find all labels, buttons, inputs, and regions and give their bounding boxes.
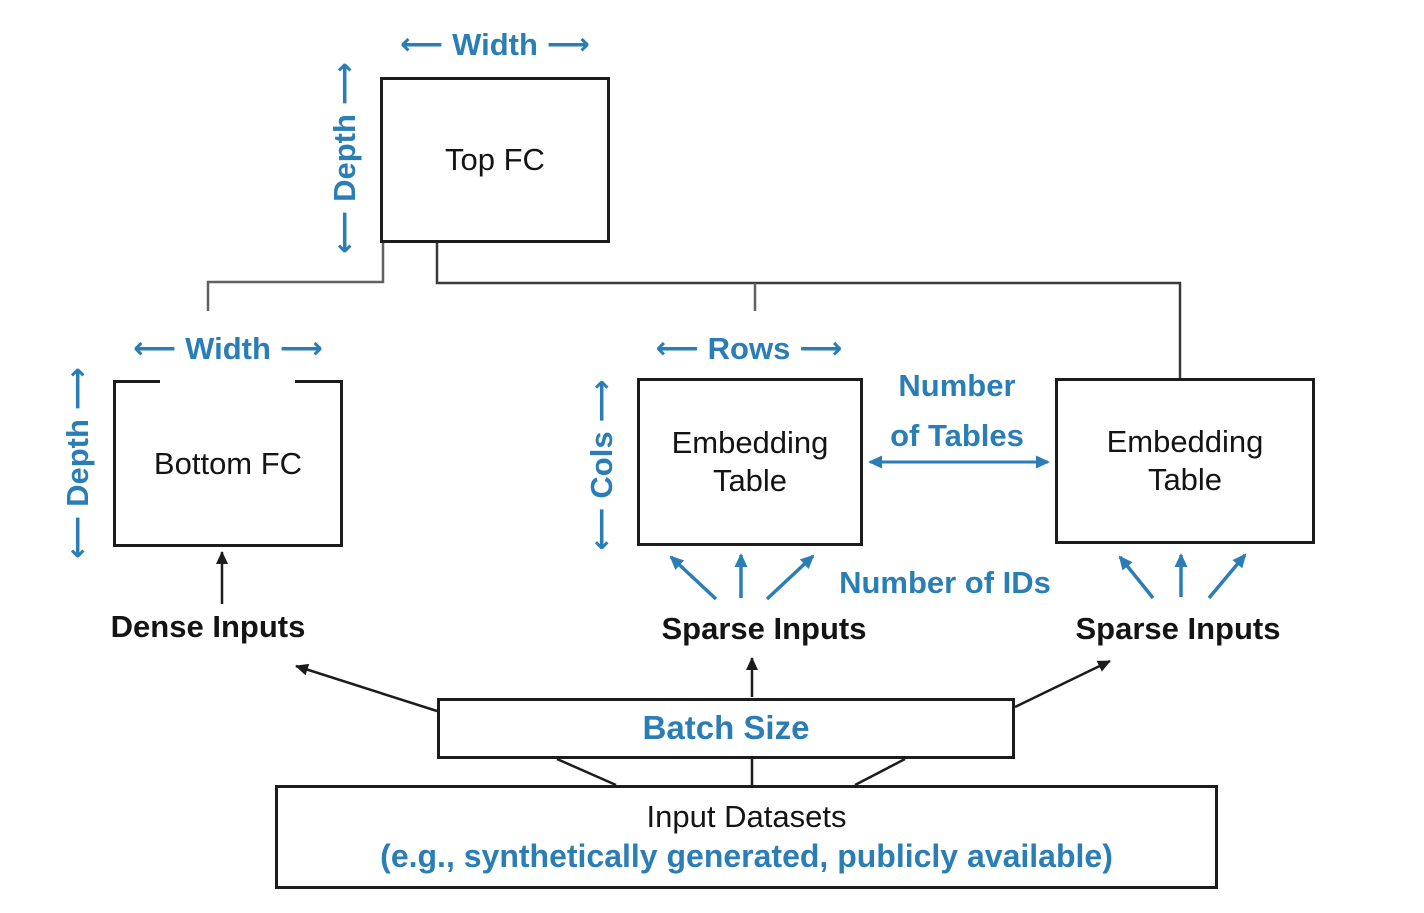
depth-label-text: Depth [327, 114, 362, 202]
rows-label-text: Rows [707, 331, 791, 366]
width-label-text: Width [452, 27, 538, 62]
right-arrow-icon: ⟶ [279, 331, 323, 366]
number-of-tables-label: Number of Tables [890, 361, 1024, 461]
embedding-table-right-label: Embedding Table [1106, 424, 1264, 497]
bottom-fc-depth-label: ⟵ Depth ⟶ [60, 367, 96, 559]
batch-size-label: Batch Size [642, 709, 810, 747]
up-arrow-icon: ⟶ [327, 62, 362, 106]
top-fc-depth-label: ⟵ Depth ⟶ [327, 62, 363, 254]
bottom-fc-box: Bottom FC [113, 380, 343, 547]
top-fc-width-label: ⟵ Width ⟶ [400, 27, 590, 63]
embedding-table-right-box: Embedding Table [1055, 378, 1315, 544]
left-arrow-icon: ⟵ [655, 331, 699, 366]
embedding-cols-label: ⟵ Cols ⟶ [584, 379, 620, 550]
up-arrow-icon: ⟶ [584, 379, 619, 423]
left-arrow-icon: ⟵ [133, 331, 177, 366]
arrow-batch-to-dense [295, 663, 438, 713]
embedding-rows-label: ⟵ Rows ⟶ [656, 331, 843, 367]
left-arrow-icon: ⟵ [400, 27, 444, 62]
top-fc-label: Top FC [445, 142, 545, 178]
line-datasets-batch-left [556, 757, 617, 787]
arrow-ids-right-right [1207, 553, 1247, 600]
arrow-ids-mid-right [765, 554, 815, 601]
down-arrow-icon: ⟵ [327, 210, 362, 254]
arrow-batch-to-sparse-right [1014, 659, 1111, 709]
arrow-ids-mid-left [669, 555, 718, 601]
number-of-tables-line2: of Tables [890, 418, 1024, 453]
top-fc-box: Top FC [380, 77, 610, 243]
bottom-fc-label: Bottom FC [153, 445, 303, 481]
bottom-fc-width-label: ⟵ Width ⟶ [133, 331, 323, 367]
up-arrow-icon: ⟶ [60, 367, 95, 411]
connector-topfc-to-bottomfc [206, 243, 385, 311]
connector-topfc-to-right-table [435, 243, 1182, 380]
depth-label-text: Depth [60, 419, 95, 507]
dense-inputs-label: Dense Inputs [110, 609, 306, 644]
line-datasets-batch-right [854, 757, 906, 787]
arrow-ids-right-left [1118, 555, 1155, 600]
input-datasets-subtitle: (e.g., synthetically generated, publicly… [380, 838, 1113, 875]
sparse-inputs-mid-label: Sparse Inputs [661, 611, 867, 646]
down-arrow-icon: ⟵ [584, 507, 619, 551]
sparse-inputs-right-label: Sparse Inputs [1075, 611, 1281, 646]
number-of-tables-line1: Number [898, 367, 1016, 403]
number-of-ids-label: Number of IDs [839, 565, 1051, 600]
input-datasets-title: Input Datasets [646, 798, 847, 834]
width-label-text: Width [185, 331, 271, 366]
embedding-table-mid-box: Embedding Table [637, 378, 863, 546]
embedding-table-mid-label: Embedding Table [671, 425, 829, 498]
input-datasets-box: Input Datasets (e.g., synthetically gene… [275, 785, 1218, 889]
bottom-fc-border-gap [160, 380, 295, 383]
cols-label-text: Cols [584, 431, 619, 499]
batch-size-box: Batch Size [437, 698, 1015, 759]
right-arrow-icon: ⟶ [799, 331, 843, 366]
right-arrow-icon: ⟶ [546, 27, 590, 62]
down-arrow-icon: ⟵ [60, 515, 95, 559]
